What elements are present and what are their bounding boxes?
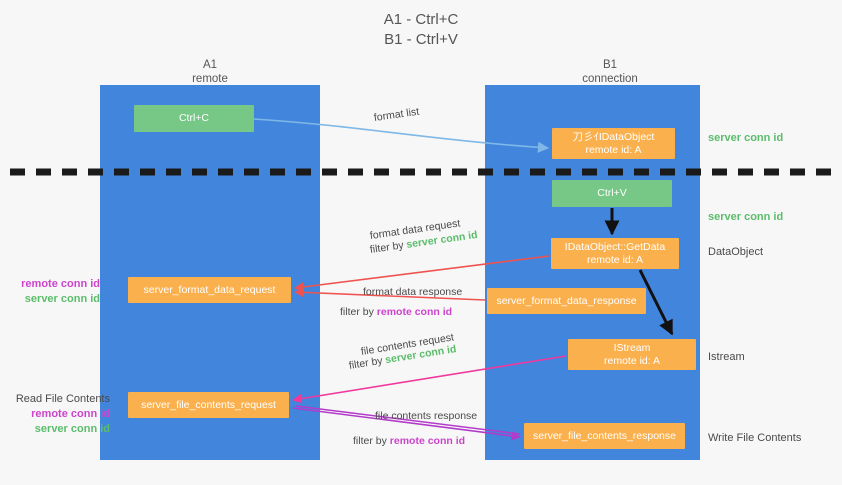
- label-group-conn-ids-middle: remote conn id server conn id: [10, 277, 100, 307]
- node-istream[interactable]: IStream remote id: A: [568, 339, 696, 370]
- label-read-file-contents: Read File Contents: [15, 393, 110, 405]
- label-write-file-contents: Write File Contents: [708, 432, 802, 444]
- column-header-b1: B1 connection: [582, 59, 638, 85]
- label-dataobject: DataObject: [708, 246, 764, 258]
- filter-prefix: filter by: [340, 306, 377, 318]
- label-server-conn-id-bottom: server conn id: [34, 423, 110, 435]
- node-idataobject[interactable]: 刀彡ｲIDataObject remote id: A: [552, 128, 675, 159]
- label-group-read-file-contents: Read File Contents remote conn id server…: [10, 392, 110, 437]
- edge-label-format-data-response-filter: filter by remote conn id: [340, 305, 452, 319]
- edge-format-list: [253, 118, 550, 153]
- label-remote-conn-id-bottom: remote conn id: [31, 408, 110, 420]
- edge-file-contents-response: [292, 407, 521, 441]
- label-remote-conn-id-middle: remote conn id: [21, 278, 100, 290]
- filter-prefix: filter by: [353, 435, 390, 447]
- node-idataobject-getdata[interactable]: IDataObject::GetData remote id: A: [551, 238, 679, 269]
- label-server-conn-id-mid: server conn id: [708, 211, 784, 223]
- edge-getdata-to-istream: [638, 269, 674, 336]
- column-header-a1: A1 remote: [192, 59, 228, 85]
- edge-format-data-response: [294, 287, 486, 301]
- label-istream: Istream: [708, 351, 745, 363]
- node-ctrl-v[interactable]: Ctrl+V: [552, 180, 672, 207]
- edge-file-contents-request: [292, 355, 567, 404]
- edge-label-file-contents-response-filter: filter by remote conn id: [353, 434, 465, 448]
- node-server-file-contents-request[interactable]: server_file_contents_request: [128, 392, 289, 418]
- filter-value-remote-conn-id: remote conn id: [389, 435, 466, 447]
- page-title: A1 - Ctrl+C B1 - Ctrl+V: [383, 11, 459, 48]
- node-server-format-data-response[interactable]: server_format_data_response: [487, 288, 646, 314]
- node-server-format-data-request[interactable]: server_format_data_request: [128, 277, 291, 303]
- edge-format-data-request: [294, 255, 550, 292]
- edge-label-file-contents-response: file contents response: [375, 410, 478, 422]
- label-server-conn-id-top: server conn id: [708, 132, 784, 144]
- filter-value-remote-conn-id: remote conn id: [376, 306, 453, 318]
- edge-label-format-data-response: format data response: [363, 286, 463, 298]
- node-ctrl-c[interactable]: Ctrl+C: [134, 105, 254, 132]
- label-server-conn-id-middle: server conn id: [24, 293, 100, 305]
- edge-file-contents-response-alt: [295, 405, 521, 435]
- node-server-file-contents-response[interactable]: server_file_contents_response: [524, 423, 685, 449]
